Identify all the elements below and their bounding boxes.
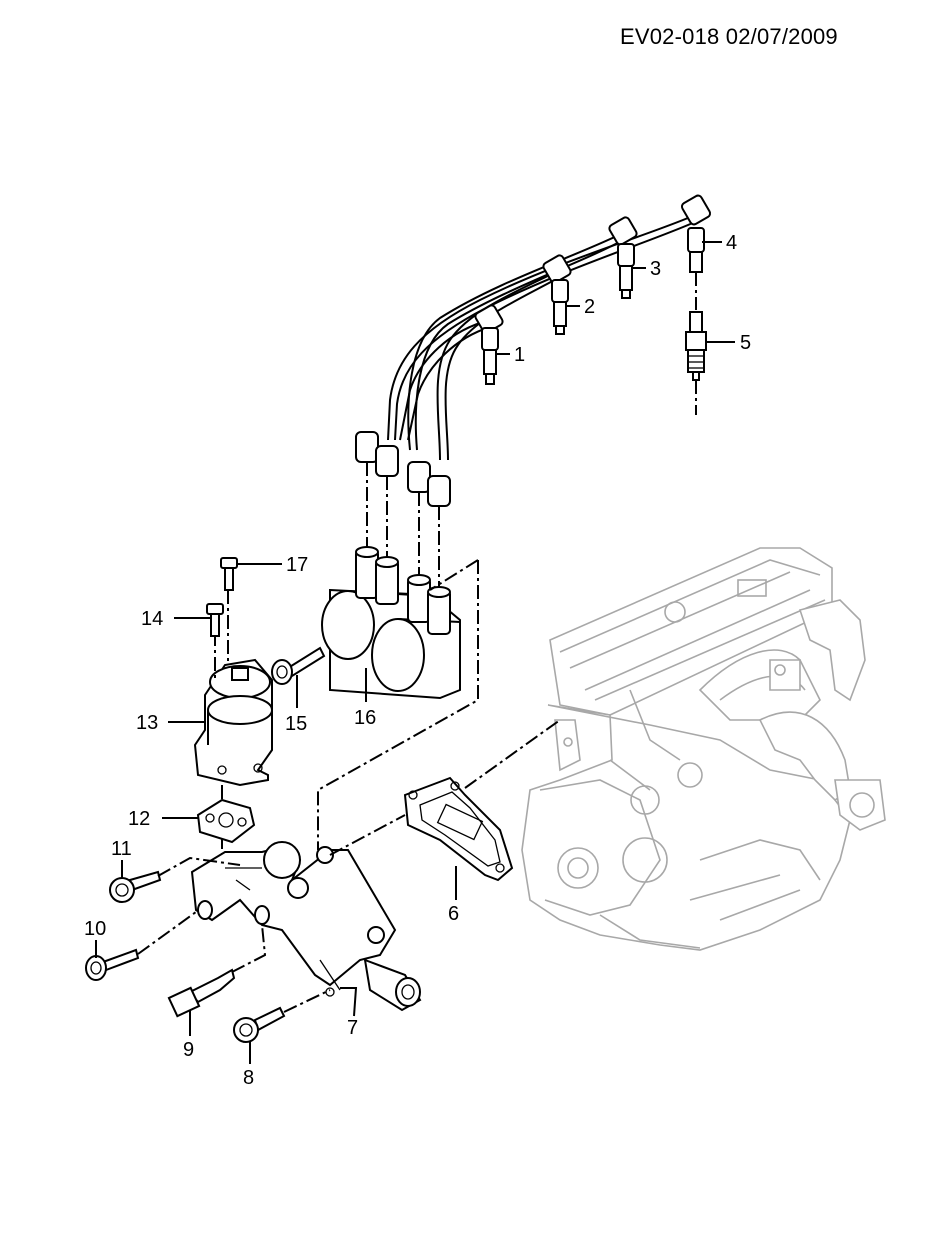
callout-numbers: 1 2 3 4 5 6 7 8 9 10 11 12 13 14 15 16 1…: [84, 232, 751, 1089]
coil-bolt: [271, 646, 326, 685]
callout-9: 9: [183, 1039, 194, 1061]
callout-17: 17: [286, 554, 308, 576]
guide-line: [329, 719, 561, 856]
callout-1: 1: [514, 344, 525, 366]
callout-13: 13: [136, 712, 158, 734]
guide-line: [283, 989, 331, 1013]
ignition-coil: [321, 546, 461, 700]
egr-valve: [193, 658, 273, 787]
callout-4: 4: [726, 232, 737, 254]
adapter-upper-bolt: [109, 870, 162, 903]
exhaust-gasket: [403, 776, 514, 882]
guide-line: [317, 560, 479, 850]
adapter-lower-bolt: [85, 948, 140, 981]
temperature-sensor: [167, 968, 236, 1018]
callout-3: 3: [650, 258, 661, 280]
callout-12: 12: [128, 808, 150, 830]
guide-line: [231, 924, 267, 973]
callout-14: 14: [141, 608, 163, 630]
ignition-wire-harness: [355, 194, 712, 507]
callout-7: 7: [347, 1017, 358, 1039]
egr-gasket: [196, 798, 256, 844]
egr-upper-bolt: [220, 557, 238, 591]
callout-6: 6: [448, 903, 459, 925]
bracket-bolt: [233, 1006, 286, 1043]
egr-lower-bolt: [206, 603, 224, 637]
callout-11: 11: [111, 838, 132, 860]
engine-block-outline: [521, 547, 886, 951]
guide-line: [137, 911, 197, 955]
callout-15: 15: [285, 713, 307, 735]
leader-lines: [95, 241, 735, 1064]
document-id-label: EV02-018 02/07/2009: [620, 24, 838, 49]
callout-8: 8: [243, 1067, 254, 1089]
callout-16: 16: [354, 707, 376, 729]
guide-line: [157, 856, 241, 877]
spark-plug: [685, 311, 707, 381]
egr-adapter-bracket: [190, 841, 422, 1012]
callout-2: 2: [584, 296, 595, 318]
callout-5: 5: [740, 332, 751, 354]
callout-10: 10: [84, 918, 106, 940]
